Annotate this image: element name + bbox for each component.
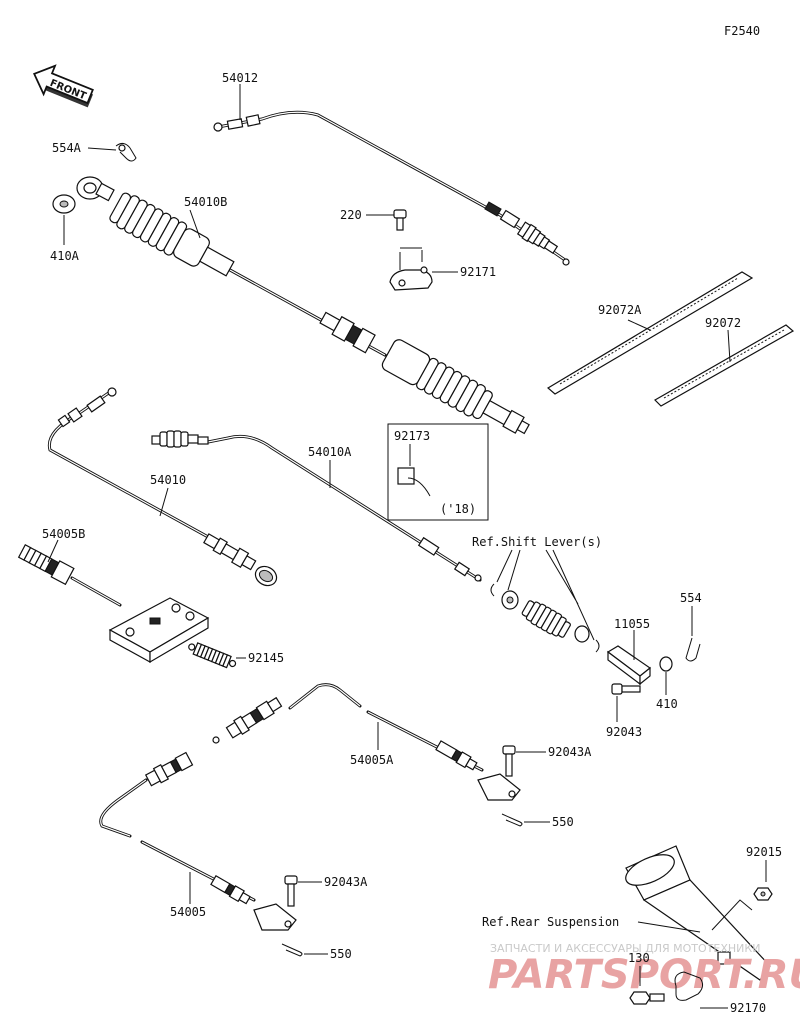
label-54005: 54005 [170, 905, 206, 919]
label-ref-shift-lever: Ref.Shift Lever(s) [472, 535, 602, 549]
clip-92170-icon [674, 971, 704, 1001]
bracket-plate-icon [108, 597, 210, 664]
bolt-220-icon [393, 209, 407, 231]
label-92145: 92145 [248, 651, 284, 665]
label-550-1: 550 [552, 815, 574, 829]
label-92072A: 92072A [598, 303, 642, 317]
clamp-92171-icon [389, 250, 433, 291]
cable-54010 [47, 387, 278, 587]
label-54005B: 54005B [42, 527, 85, 541]
pin-554-icon [685, 637, 701, 662]
box-92173: 92173 ('18) [387, 423, 489, 521]
label-92171: 92171 [460, 265, 496, 279]
label-18: ('18) [440, 502, 476, 516]
label-92015: 92015 [746, 845, 782, 859]
clip-550-2-icon [281, 943, 303, 957]
label-410A: 410A [50, 249, 80, 263]
bracket-11055-icon [606, 645, 652, 686]
cable-54012 [213, 110, 570, 266]
label-410: 410 [656, 697, 678, 711]
rear-suspension-icon [625, 845, 771, 981]
label-92170: 92170 [730, 1001, 766, 1015]
bolt-130-icon [629, 991, 665, 1005]
cable-54005A [212, 683, 521, 801]
front-arrow-icon: FRONT [33, 64, 94, 108]
label-220: 220 [340, 208, 362, 222]
shift-leader-lines [496, 549, 595, 641]
watermark-line1: ЗАПЧАСТИ И АКСЕССУАРЫ ДЛЯ МОТОТЕХНИКИ [490, 942, 760, 955]
clip-550-1-icon [501, 813, 523, 827]
label-54012: 54012 [222, 71, 258, 85]
washer-410-icon [659, 656, 673, 672]
cable-54005 [99, 751, 297, 931]
cable-54005B [17, 544, 122, 607]
label-92043A-2: 92043A [324, 875, 368, 889]
label-54005A: 54005A [350, 753, 394, 767]
pin-554A-icon [115, 142, 137, 162]
label-92072: 92072 [705, 316, 741, 330]
pin-92043A-1-icon [502, 745, 516, 777]
shift-parts [490, 583, 600, 653]
spring-92145-icon [188, 642, 237, 669]
washer-410A-icon [52, 194, 76, 214]
label-11055: 11055 [614, 617, 650, 631]
clip-92173-icon [397, 467, 431, 497]
label-92173: 92173 [394, 429, 430, 443]
label-554: 554 [680, 591, 702, 605]
watermark-line2: PARTSPORT.RU [488, 952, 800, 998]
pin-92043A-2-icon [284, 875, 298, 907]
label-554A: 554A [52, 141, 82, 155]
label-54010: 54010 [150, 473, 186, 487]
tie-92072A-icon [546, 271, 754, 395]
label-54010A: 54010A [308, 445, 352, 459]
label-550-2: 550 [330, 947, 352, 961]
pin-92043-icon [611, 683, 641, 695]
cable-54010A [151, 430, 482, 582]
cable-54010B [76, 176, 530, 435]
tie-92072-icon [654, 324, 795, 407]
figure-id: F2540 [724, 24, 760, 38]
label-54010B: 54010B [184, 195, 227, 209]
label-ref-rear-suspension: Ref.Rear Suspension [482, 915, 619, 929]
label-130: 130 [628, 951, 650, 965]
label-92043A-1: 92043A [548, 745, 592, 759]
label-92043: 92043 [606, 725, 642, 739]
